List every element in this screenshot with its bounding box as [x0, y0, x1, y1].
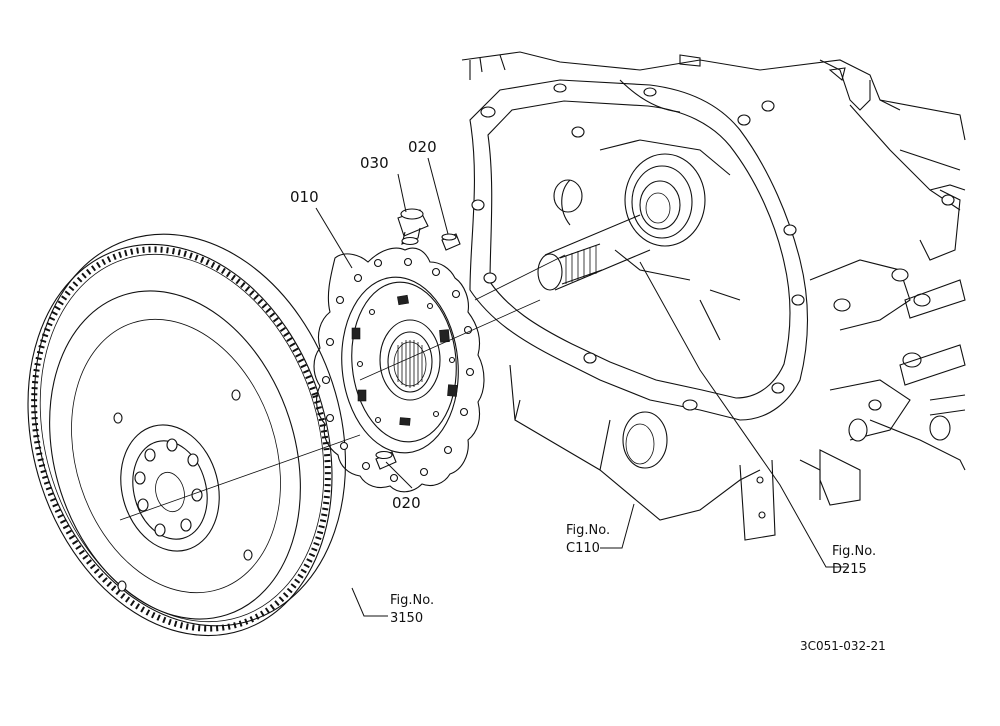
figref-3150-number: 3150: [390, 611, 423, 626]
bolt-030: [397, 208, 429, 246]
figref-c110-title: Fig.No.: [566, 523, 610, 538]
clutch-disc: [313, 247, 541, 493]
figure-references: Fig.No. C110 Fig.No. D215 Fig.No. 3150: [390, 523, 876, 626]
callout-020-bottom: 020: [392, 494, 421, 512]
callout-020-top: 020: [408, 138, 437, 156]
clutch-housing: [461, 51, 966, 541]
figref-d215-title: Fig.No.: [832, 544, 876, 559]
flywheel: [27, 233, 361, 637]
callout-010: 010: [290, 188, 319, 206]
dowel-pin-bottom: [375, 450, 397, 470]
callout-030: 030: [360, 154, 389, 172]
dowel-pin-top: [441, 233, 461, 251]
drawing-code: 3C051-032-21: [800, 639, 886, 653]
figref-d215-number: D215: [832, 562, 867, 577]
part-callouts: 010 030 020 020: [290, 138, 437, 512]
leader-lines: [315, 157, 848, 617]
figref-3150-title: Fig.No.: [390, 593, 434, 608]
figref-c110-number: C110: [566, 541, 600, 556]
